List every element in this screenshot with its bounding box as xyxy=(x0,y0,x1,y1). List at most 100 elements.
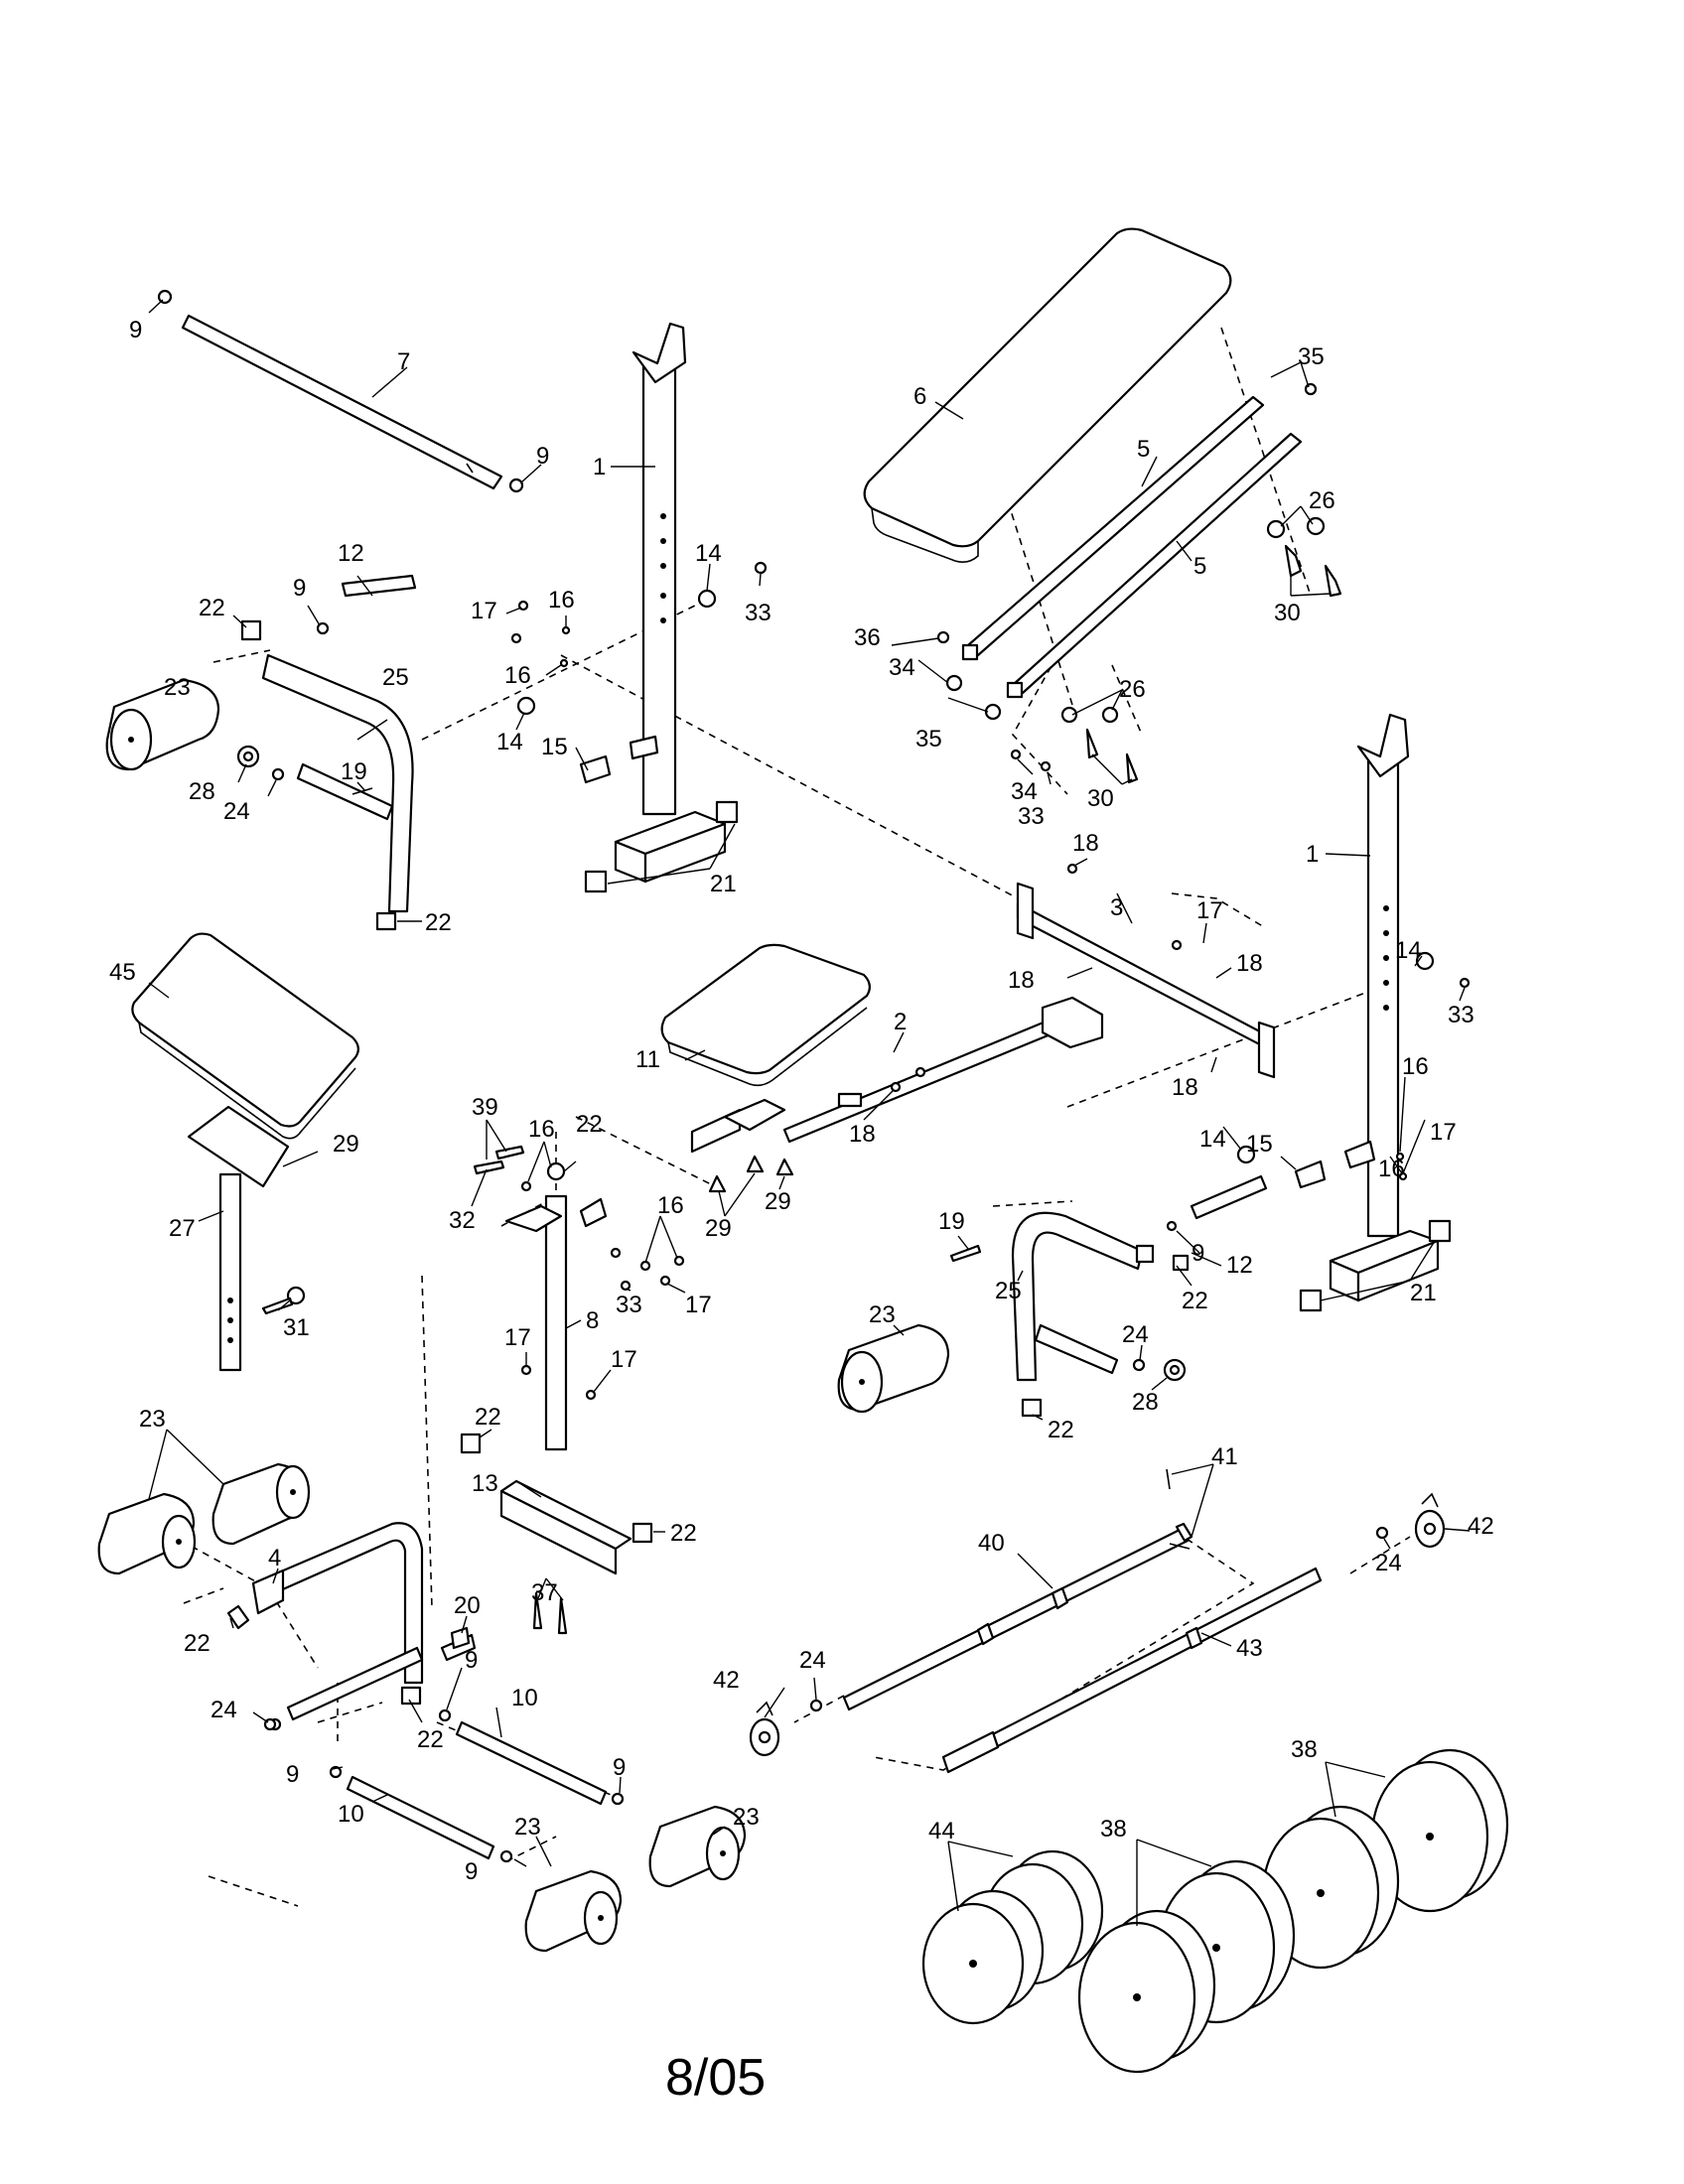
callout-14: 14 xyxy=(695,540,722,567)
callout-18: 18 xyxy=(1172,1074,1198,1101)
callout-16: 16 xyxy=(1402,1053,1429,1080)
callout-24: 24 xyxy=(1375,1550,1402,1576)
callout-1: 1 xyxy=(1306,841,1319,868)
callout-38: 38 xyxy=(1291,1736,1318,1763)
part-3-cross-frame xyxy=(1016,863,1276,1079)
callout-18: 18 xyxy=(1008,967,1035,994)
callout-24: 24 xyxy=(799,1647,826,1674)
callout-4: 4 xyxy=(268,1545,281,1571)
callout-22: 22 xyxy=(576,1111,603,1138)
part-1-left-upright xyxy=(579,322,739,893)
callout-18: 18 xyxy=(1072,830,1099,857)
callout-32: 32 xyxy=(449,1207,476,1234)
callout-25: 25 xyxy=(382,664,409,691)
callout-42: 42 xyxy=(1468,1513,1494,1540)
callout-10: 10 xyxy=(511,1685,538,1711)
part-1-right-upright xyxy=(1236,713,1471,1312)
callout-24: 24 xyxy=(1122,1321,1149,1348)
part-45-preacher-pad xyxy=(131,932,359,1372)
callout-43: 43 xyxy=(1236,1635,1263,1662)
callout-41: 41 xyxy=(1211,1443,1238,1470)
callout-17: 17 xyxy=(504,1324,531,1351)
callout-17: 17 xyxy=(471,598,497,624)
callout-42: 42 xyxy=(713,1667,740,1694)
callout-17: 17 xyxy=(1196,897,1223,924)
callout-8: 8 xyxy=(586,1307,599,1334)
right-leg-arm xyxy=(837,1174,1268,1418)
part-2-main-bar xyxy=(690,996,1104,1193)
callout-30: 30 xyxy=(1087,785,1114,812)
part-7-bar xyxy=(157,289,524,493)
callout-22: 22 xyxy=(417,1726,444,1753)
callout-31: 31 xyxy=(283,1314,310,1341)
callout-44: 44 xyxy=(928,1818,955,1844)
part-8-center-post xyxy=(460,1145,685,1635)
callout-23: 23 xyxy=(139,1406,166,1433)
callout-22: 22 xyxy=(425,909,452,936)
part-42-collars xyxy=(749,1492,1446,1757)
callout-22: 22 xyxy=(1182,1288,1208,1314)
callout-33: 33 xyxy=(1448,1002,1474,1028)
callout-16: 16 xyxy=(528,1116,555,1143)
callout-14: 14 xyxy=(496,729,523,755)
callout-13: 13 xyxy=(472,1470,498,1497)
callout-21: 21 xyxy=(1410,1280,1437,1306)
callout-23: 23 xyxy=(869,1301,896,1328)
callout-15: 15 xyxy=(541,734,568,760)
callout-22: 22 xyxy=(1048,1417,1074,1443)
part-10-lower-rods xyxy=(263,1708,625,1863)
callout-37: 37 xyxy=(531,1579,558,1606)
callout-36: 36 xyxy=(854,624,881,651)
part-11-seat xyxy=(660,943,871,1087)
upper-hardware xyxy=(510,382,1342,784)
callout-2: 2 xyxy=(894,1009,907,1035)
callout-26: 26 xyxy=(1119,676,1146,703)
callout-12: 12 xyxy=(338,540,364,567)
callout-33: 33 xyxy=(1018,803,1045,830)
callout-35: 35 xyxy=(1298,343,1325,370)
callout-20: 20 xyxy=(454,1592,481,1619)
callout-18: 18 xyxy=(849,1121,876,1148)
callout-28: 28 xyxy=(189,778,215,805)
callout-11: 11 xyxy=(635,1046,660,1073)
callout-22: 22 xyxy=(670,1520,697,1547)
upper-left-leg-arm xyxy=(105,574,417,931)
callout-16: 16 xyxy=(504,662,531,689)
callout-labels: 9 7 9 1 6 35 5 5 26 30 12 22 9 14 33 17 … xyxy=(109,317,1494,1885)
callout-14: 14 xyxy=(1395,937,1422,964)
callout-35: 35 xyxy=(915,726,942,752)
callout-23: 23 xyxy=(164,674,191,701)
callout-6: 6 xyxy=(913,383,926,410)
callout-15: 15 xyxy=(1246,1131,1273,1158)
part-5-rails xyxy=(961,395,1303,699)
callout-45: 45 xyxy=(109,959,136,986)
callout-26: 26 xyxy=(1309,487,1335,514)
callout-5: 5 xyxy=(1193,553,1206,580)
part-38-plates xyxy=(1077,1748,1509,2074)
callout-27: 27 xyxy=(169,1215,196,1242)
leader-lines xyxy=(148,299,1471,1926)
callout-34: 34 xyxy=(889,654,915,681)
callout-9: 9 xyxy=(613,1754,626,1781)
callout-29: 29 xyxy=(765,1188,791,1215)
callout-9: 9 xyxy=(293,575,306,602)
callout-17: 17 xyxy=(685,1292,712,1318)
callout-30: 30 xyxy=(1274,600,1301,626)
callout-22: 22 xyxy=(475,1404,501,1431)
callout-7: 7 xyxy=(397,348,410,375)
callout-40: 40 xyxy=(978,1530,1005,1557)
callout-23: 23 xyxy=(733,1804,760,1831)
part-43-long-bar xyxy=(941,1567,1323,1774)
part-44-plates xyxy=(921,1849,1104,2025)
part-6-bench-cushion xyxy=(863,227,1232,563)
callout-34: 34 xyxy=(1011,778,1038,805)
callout-9: 9 xyxy=(465,1858,478,1885)
callout-16: 16 xyxy=(1378,1156,1405,1182)
callout-17: 17 xyxy=(611,1346,637,1373)
callout-24: 24 xyxy=(210,1697,237,1723)
callout-33: 33 xyxy=(616,1292,642,1318)
callout-9: 9 xyxy=(129,317,142,343)
callout-17: 17 xyxy=(1430,1119,1457,1146)
callout-21: 21 xyxy=(710,871,737,897)
